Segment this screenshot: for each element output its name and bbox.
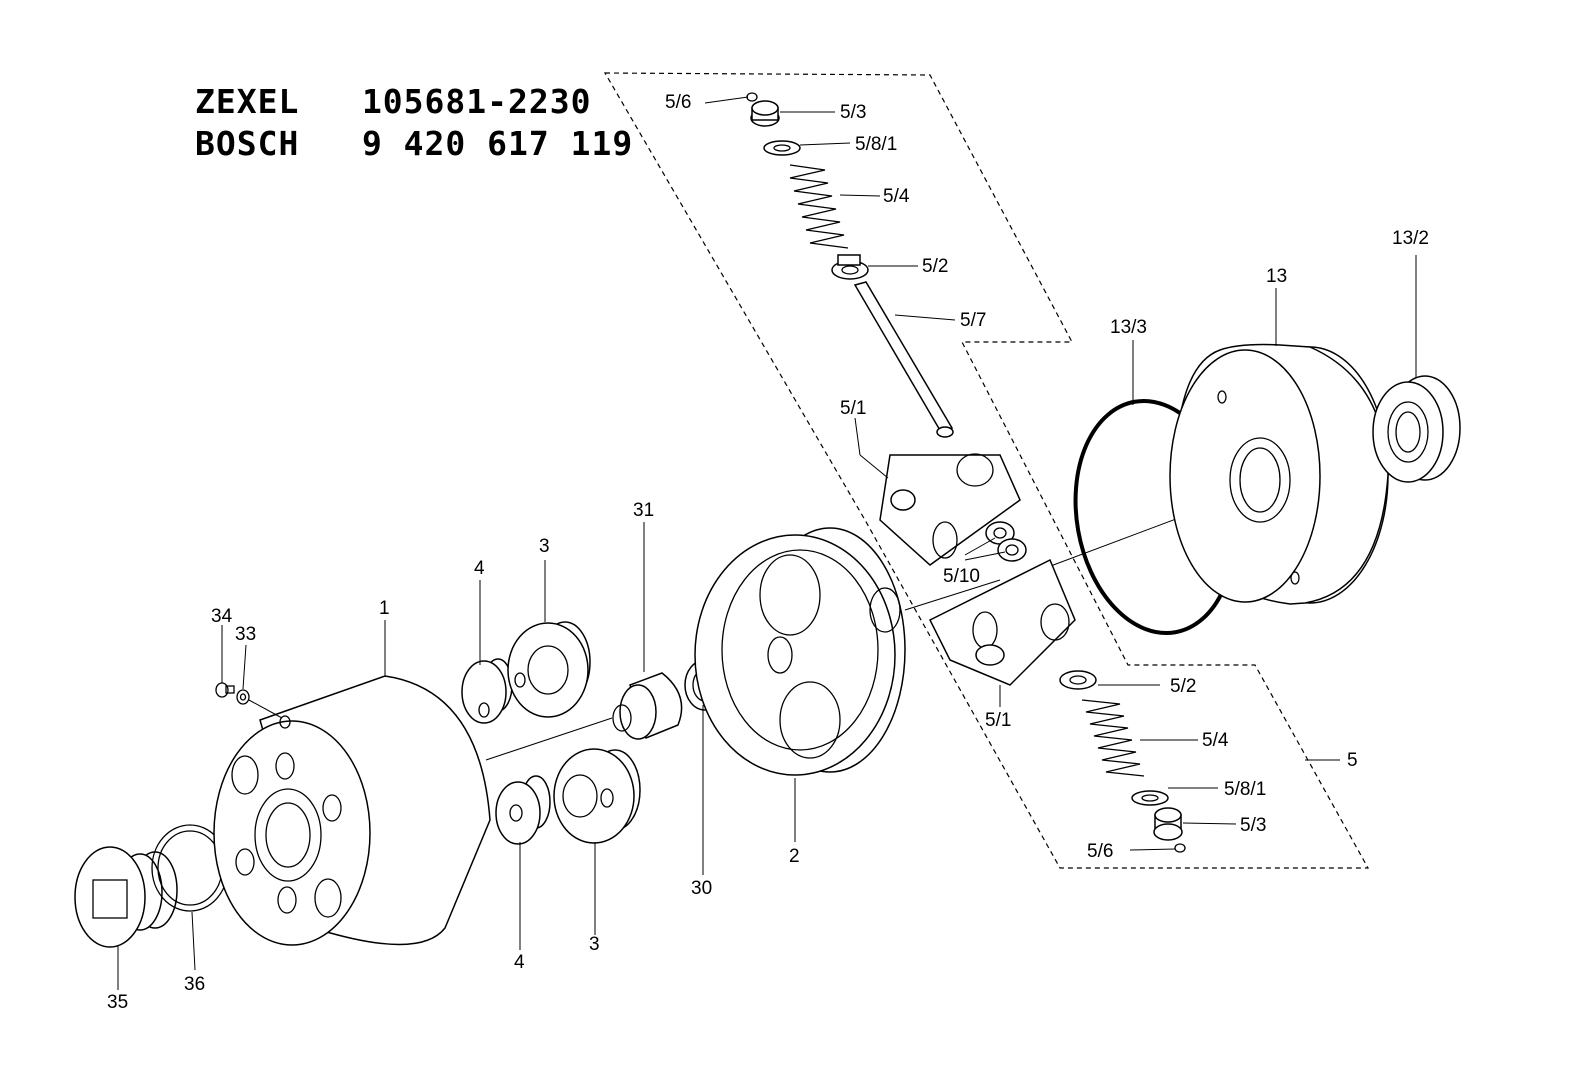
label-part-5-6-top: 5/6: [665, 92, 691, 113]
leader-lines: [117, 96, 1417, 990]
label-part-5: 5: [1347, 750, 1358, 771]
part-5-1-upper-shoe: [879, 453, 1021, 566]
label-part-33: 33: [235, 624, 256, 645]
label-part-5-1-bottom: 5/1: [985, 710, 1011, 731]
label-part-36: 36: [184, 974, 205, 995]
part-13-end-cover: [1169, 343, 1389, 605]
part-5-6-upper-circlip: [746, 92, 758, 102]
label-part-5-3-bottom: 5/3: [1240, 815, 1266, 836]
part-33-washer: [236, 689, 250, 705]
label-part-4-top: 4: [474, 558, 485, 579]
part-5-6-lower-circlip: [1174, 843, 1186, 853]
part-5-8-1-lower-washer: [1131, 790, 1169, 806]
label-part-5-8-1-top: 5/8/1: [855, 134, 897, 155]
label-part-5-8-1-bottom: 5/8/1: [1224, 779, 1266, 800]
label-part-13-3: 13/3: [1110, 317, 1147, 338]
label-part-13: 13: [1266, 266, 1287, 287]
part-34-screw: [215, 682, 235, 698]
label-part-5-2-bottom: 5/2: [1170, 676, 1196, 697]
label-part-13-2: 13/2: [1392, 228, 1429, 249]
part-5-10-rollers: [985, 521, 1027, 562]
label-part-5-3-top: 5/3: [840, 102, 866, 123]
label-part-3-top: 3: [539, 536, 550, 557]
label-part-34: 34: [211, 606, 233, 627]
label-part-5-6-bottom: 5/6: [1087, 841, 1113, 862]
label-part-3-bottom: 3: [589, 934, 600, 955]
part-4-lower-valve: [495, 775, 551, 845]
part-13-2-bearing: [1372, 375, 1461, 483]
title-bosch-part-number: BOSCH 9 420 617 119: [195, 124, 634, 163]
label-part-1: 1: [379, 598, 390, 619]
label-part-31: 31: [633, 500, 654, 521]
part-2-rotor-disc: [694, 527, 906, 776]
label-part-5-4-bottom: 5/4: [1202, 730, 1229, 751]
label-part-5-10: 5/10: [943, 566, 980, 587]
part-4-upper-valve: [461, 658, 513, 724]
part-3-upper-plug: [507, 621, 591, 718]
title-zexel-part-number: ZEXEL 105681-2230: [195, 82, 592, 121]
part-5-7-pin: [853, 281, 954, 438]
part-5-4-lower-spring: [1081, 699, 1145, 777]
part-5-1-lower-shoe: [928, 558, 1076, 686]
screw-axis-line: [248, 699, 283, 719]
label-part-5-1-top: 5/1: [840, 398, 866, 419]
label-part-35: 35: [107, 992, 128, 1013]
part-5-2-lower-seat: [1059, 670, 1097, 690]
label-part-5-4-top: 5/4: [883, 186, 910, 207]
part-5-2-upper-seat: [831, 254, 869, 280]
part-35-screw-plug: [74, 846, 178, 948]
part-5-8-1-upper-washer: [763, 140, 801, 156]
label-part-2: 2: [789, 846, 800, 867]
part-3-lower-plug: [553, 748, 641, 844]
part-5-3-upper-valve-cap: [750, 100, 780, 127]
part-1-pump-housing: [213, 675, 491, 946]
label-part-5-7: 5/7: [960, 310, 986, 331]
label-part-5-2-top: 5/2: [922, 256, 948, 277]
part-5-4-upper-spring: [789, 164, 849, 249]
label-part-4-bottom: 4: [514, 952, 525, 973]
part-5-3-lower-valve-cap: [1153, 807, 1183, 841]
part-31-bushing: [612, 672, 683, 740]
label-part-30: 30: [691, 878, 712, 899]
assembly-5-group-outline: [603, 72, 1370, 869]
